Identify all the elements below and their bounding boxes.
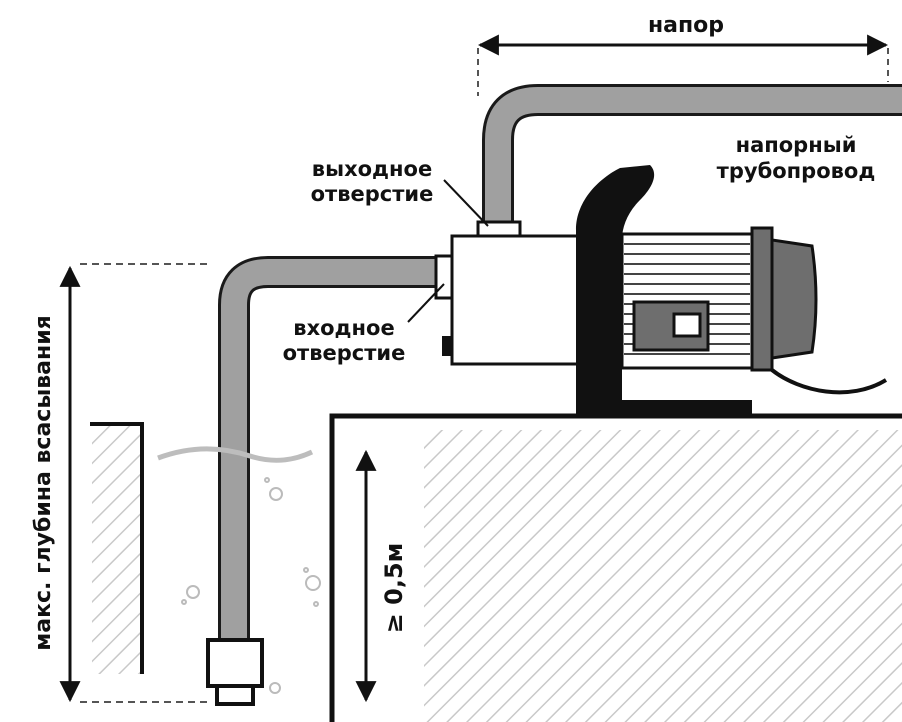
head-label: напор bbox=[648, 13, 724, 38]
pump bbox=[434, 165, 888, 416]
inlet-pointer bbox=[407, 283, 445, 323]
inlet-label-1: входное bbox=[293, 316, 394, 340]
foot-valve bbox=[206, 638, 264, 706]
pump-body bbox=[450, 234, 582, 366]
pump-stand bbox=[576, 165, 752, 416]
pressure-pipe-label-1: напорный bbox=[736, 133, 857, 157]
head-dimension bbox=[477, 34, 889, 96]
suction-depth-label: макс. глубина всасывания bbox=[31, 315, 56, 651]
inlet-label-2: отверстие bbox=[283, 341, 406, 365]
pressure-pipe-label-2: трубопровод bbox=[717, 159, 876, 183]
power-cable bbox=[770, 368, 888, 395]
outlet-label-1: выходное bbox=[312, 157, 432, 181]
outlet-pointer bbox=[443, 179, 489, 227]
inlet-port bbox=[434, 254, 454, 300]
min-depth-label: ≥ 0,5м bbox=[380, 543, 408, 634]
outlet-label-2: отверстие bbox=[311, 182, 434, 206]
bubbles bbox=[181, 477, 321, 694]
water-surface bbox=[157, 446, 314, 463]
outlet-port bbox=[476, 220, 522, 238]
motor-end-cap bbox=[750, 226, 818, 372]
well-wall bbox=[90, 422, 144, 674]
